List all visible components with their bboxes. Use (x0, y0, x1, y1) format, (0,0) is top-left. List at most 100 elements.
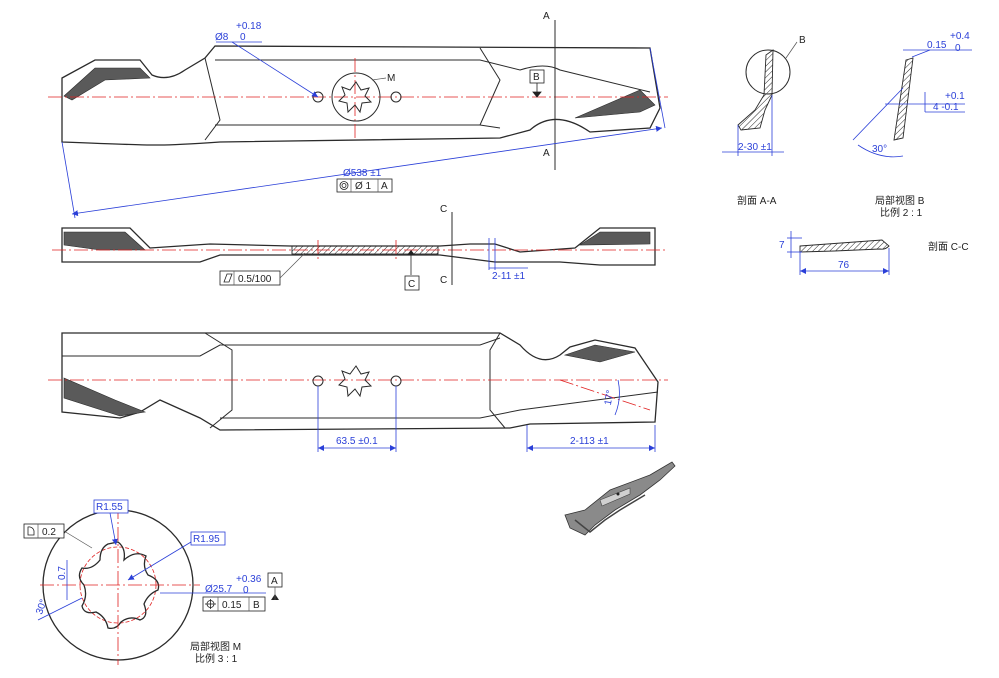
tip-angle-arc (614, 379, 620, 416)
section-cc-height-text: 7 (779, 240, 785, 251)
top-view-star-hole (338, 81, 373, 114)
star-dia-text: Ø25.7 (205, 584, 233, 595)
isometric-hole (616, 492, 620, 496)
hole-dim-text: Ø8 (215, 32, 229, 43)
datum-c-label: C (408, 279, 415, 290)
radius-2-text: R1.95 (193, 534, 220, 545)
position-frame: 0.15 B (202, 596, 266, 612)
flatness-value: 0.5/100 (238, 274, 272, 285)
tip-angle-text: 17° (603, 389, 616, 406)
datum-c-triangle (407, 250, 415, 255)
length-extension-right (649, 47, 666, 129)
hole-spacing-text: 63.5 ±0.1 (336, 436, 378, 447)
datum-b-triangle (532, 83, 542, 98)
top-view-cutting-edge-right (574, 89, 656, 119)
datum-c-box (404, 275, 420, 291)
isometric-blade-edge (574, 494, 646, 533)
star-tol-upper: +0.36 (236, 574, 262, 585)
bottom-view: 63.5 ±0.1 2-113 ±1 17° (48, 332, 668, 452)
concentricity-datum: A (381, 181, 388, 192)
section-aa: B 2-30 ±1 剖面 A-A (722, 35, 806, 207)
detail-m-scale: 比例 3 : 1 (195, 652, 238, 665)
hole-tol-upper: +0.18 (236, 21, 262, 32)
detail-b-scale: 比例 2 : 1 (880, 206, 923, 219)
length-dim-text: Ø538 ±1 (343, 168, 382, 179)
top-view-star-circle (331, 72, 381, 122)
lobe-angle-leg (37, 597, 83, 621)
position-datum: B (253, 600, 260, 611)
detail-m-leader (371, 77, 387, 81)
detail-b-callout: B (799, 35, 806, 46)
radius-2-box (190, 531, 226, 546)
detail-b-thickness-ext-2 (911, 49, 931, 58)
hole-tol-lower: 0 (240, 32, 246, 43)
top-view-facet-a (204, 57, 221, 141)
detail-b-section (893, 57, 914, 141)
lobe-depth-text: 0.7 (57, 566, 68, 580)
section-a-top-marker: A (543, 11, 550, 22)
detail-b-angle-leg (852, 87, 904, 141)
section-aa-blade-section (737, 49, 774, 131)
bottom-view-tip-axis (559, 379, 651, 411)
top-view-inner-edge-lower (215, 124, 501, 129)
top-view: A A B M Ø8 +0.18 0 Ø538 ±1 Ø 1 A (48, 11, 668, 219)
detail-b-tol-upper: +0.4 (950, 31, 970, 42)
position-value: 0.15 (222, 600, 242, 611)
section-aa-title: 剖面 A-A (737, 194, 777, 207)
top-view-hole-right (390, 91, 402, 103)
concentricity-value: Ø 1 (355, 181, 372, 192)
side-view: C C C 0.5/100 2-11 ±1 (52, 204, 665, 291)
radius-1-leader (109, 512, 118, 546)
top-view-facet-b (479, 47, 501, 126)
section-a-bottom-marker: A (543, 148, 550, 159)
lobe-angle-text: 30° (34, 598, 50, 616)
detail-m-callout: M (387, 73, 395, 84)
isometric-view (564, 461, 676, 536)
bottom-view-star-hole (338, 365, 373, 398)
top-view-hole-left (312, 91, 324, 103)
detail-b-angle-arc (857, 144, 904, 158)
detail-b-edge-text: 4 -0.1 (933, 102, 959, 113)
detail-m-title: 局部视图 M (190, 640, 241, 653)
section-cc: 7 76 剖面 C-C (779, 231, 969, 275)
datum-a-label: A (271, 576, 278, 587)
section-cc-profile (799, 239, 890, 253)
profile-value: 0.2 (42, 527, 56, 538)
bottom-view-outline (61, 332, 659, 431)
detail-m: 0.2 R1.55 R1.95 0.7 30° Ø25.7 +0.36 0 A (23, 499, 283, 665)
side-offset-text: 2-11 ±1 (492, 271, 526, 282)
radius-1-box (93, 499, 129, 514)
length-extension-left (61, 141, 76, 219)
detail-b-angle-text: 30° (872, 144, 887, 155)
detail-b: 0.15 +0.4 0 +0.1 4 -0.1 30° 局部视图 B 比例 2 … (852, 31, 972, 219)
top-view-outline (61, 45, 661, 146)
datum-b-label: B (533, 72, 540, 83)
section-c-bottom-marker: C (440, 275, 447, 286)
bottom-view-inner-edge-lower (220, 391, 659, 419)
side-view-edge-right (578, 231, 651, 246)
detail-b-tol-lower: 0 (955, 43, 961, 54)
bottom-view-edge-right (563, 344, 636, 363)
top-view-inner-edge (215, 59, 651, 93)
section-cc-width-text: 76 (838, 260, 850, 271)
star-tol-lower: 0 (243, 585, 249, 596)
side-view-edge-left (63, 231, 146, 251)
section-c-top-marker: C (440, 204, 447, 215)
detail-b-edge-tol: +0.1 (945, 91, 965, 102)
hole-dim-leader (231, 41, 319, 98)
detail-b-title: 局部视图 B (875, 194, 925, 207)
isometric-blade-hub (599, 487, 631, 507)
side-view-outline (61, 227, 656, 266)
bottom-view-facet-a (204, 332, 233, 429)
profile-frame: 0.2 (23, 523, 93, 549)
bottom-view-edge-left (63, 377, 147, 417)
bottom-view-inner-edge (62, 337, 501, 357)
bottom-view-hole-left (312, 375, 324, 387)
flatness-frame: 0.5/100 (219, 252, 306, 286)
detail-b-thickness-text: 0.15 (927, 40, 947, 51)
detail-m-star-profile (78, 541, 160, 630)
radius-2-leader (127, 541, 192, 581)
concentricity-frame: Ø 1 A (336, 178, 393, 193)
section-cc-title: 剖面 C-C (928, 240, 969, 253)
